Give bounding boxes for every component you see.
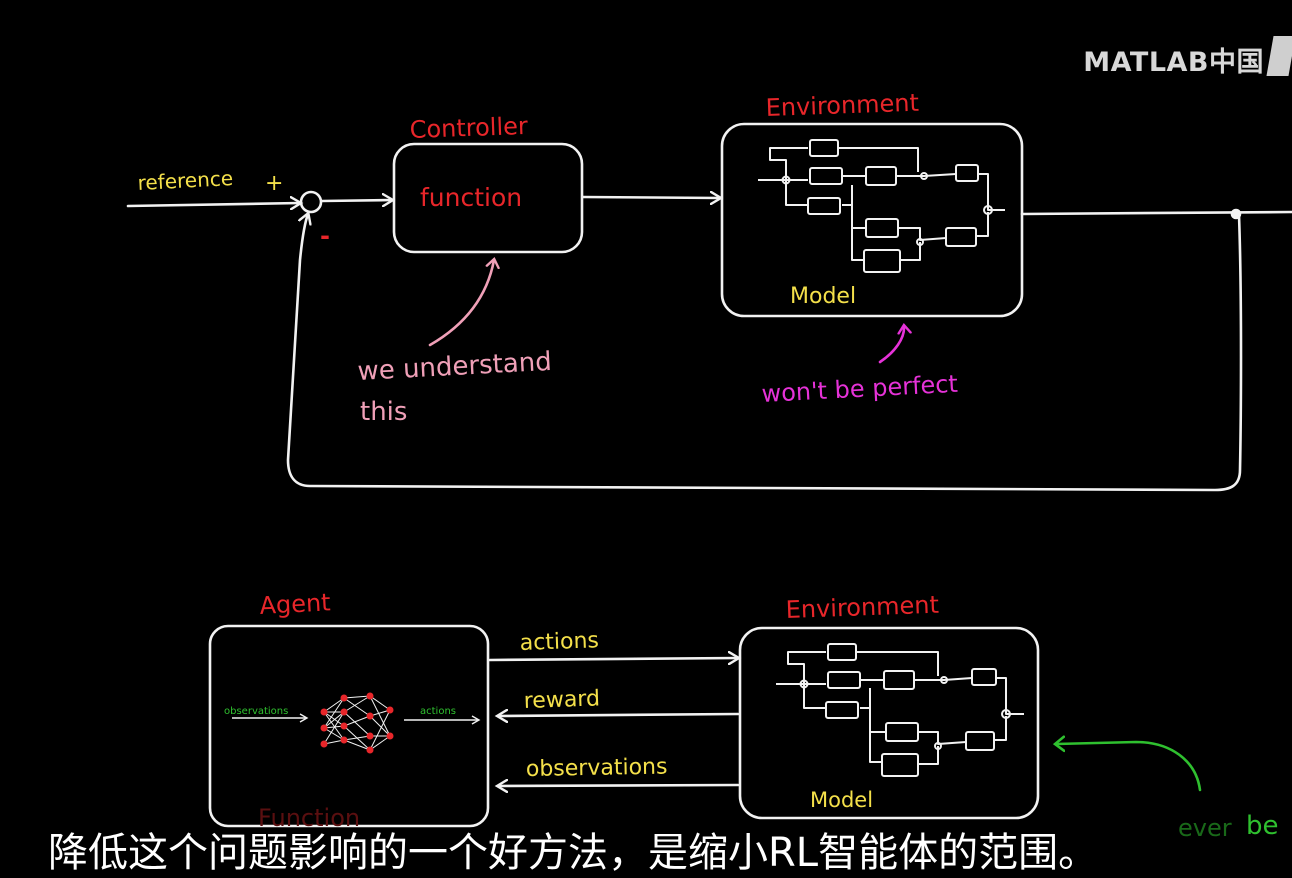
reward-label: reward bbox=[523, 686, 600, 714]
environment-box-bottom bbox=[738, 626, 1040, 820]
model-label-top: Model bbox=[790, 284, 856, 309]
model-label-bottom: Model bbox=[810, 788, 873, 812]
agent-environment-diagram bbox=[208, 624, 1040, 828]
inner-observations-label: observations bbox=[224, 706, 288, 717]
actions-label: actions bbox=[519, 628, 599, 656]
note-understand-line2: this bbox=[360, 397, 407, 427]
summing-junction bbox=[299, 190, 323, 214]
control-signal-line bbox=[581, 197, 720, 198]
controller-box bbox=[392, 142, 584, 254]
minus-sign: - bbox=[320, 222, 330, 250]
reference-input-line bbox=[126, 203, 300, 206]
observations-arrow bbox=[498, 785, 740, 786]
feedback-loop-line bbox=[286, 214, 1243, 492]
environment-model-schematic-top bbox=[758, 139, 1005, 273]
green-pointer-arrow bbox=[1056, 742, 1202, 792]
reward-arrow bbox=[498, 714, 740, 716]
imperfect-pointer-arrow bbox=[878, 326, 904, 364]
agent-function-label-hidden: Function bbox=[258, 804, 360, 832]
actions-arrow bbox=[488, 658, 738, 660]
environment-title-top: Environment bbox=[765, 89, 919, 122]
plus-sign: + bbox=[265, 171, 283, 196]
side-note-fragment-2: be bbox=[1246, 811, 1279, 841]
feedback-control-diagram bbox=[126, 122, 1292, 492]
side-note-fragment-1: ever bbox=[1178, 814, 1232, 842]
error-signal-line bbox=[320, 200, 392, 201]
reference-label: reference bbox=[137, 166, 234, 195]
controller-title: Controller bbox=[409, 112, 528, 144]
note-understand-line1: we understand bbox=[357, 347, 553, 387]
subtitle-caption: 降低这个问题影响的一个好方法，是缩小RL智能体的范围。 bbox=[48, 830, 1099, 876]
observations-label: observations bbox=[526, 755, 668, 782]
note-imperfect: won't be perfect bbox=[761, 370, 959, 408]
controller-function-label: function bbox=[420, 183, 522, 212]
output-line bbox=[1020, 210, 1292, 216]
agent-box bbox=[208, 624, 490, 828]
environment-model-schematic-bottom bbox=[776, 643, 1024, 777]
matlab-watermark: MATLAB中国 bbox=[1083, 47, 1264, 78]
environment-box-top bbox=[720, 122, 1024, 318]
understand-pointer-arrow bbox=[428, 260, 494, 347]
agent-title: Agent bbox=[259, 588, 331, 620]
neural-network-icon bbox=[232, 692, 481, 754]
environment-title-bottom: Environment bbox=[785, 591, 939, 624]
inner-actions-label: actions bbox=[420, 706, 456, 717]
